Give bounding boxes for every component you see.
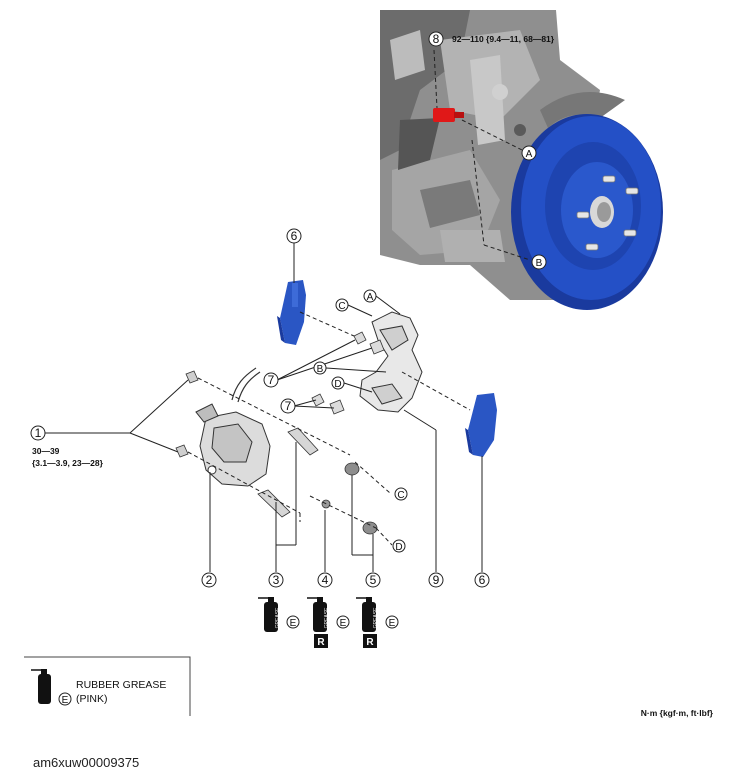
callout-4: 4 xyxy=(322,573,329,587)
leader-lines xyxy=(44,240,483,572)
brake-pad-left xyxy=(277,280,306,345)
ref-B-rotor: B xyxy=(536,258,543,269)
ref-C-lower: C xyxy=(397,490,404,501)
ref-B-bracket: B xyxy=(317,364,324,375)
replace-mark-4: R xyxy=(317,637,325,648)
guide-lines-upper xyxy=(433,49,531,261)
svg-text:GREASE: GREASE xyxy=(373,607,379,629)
replace-mark-5: R xyxy=(366,637,374,648)
brake-pad-right xyxy=(465,393,497,457)
grease-mark-3: E xyxy=(290,618,297,629)
knuckle-photo xyxy=(380,10,625,300)
torque-bolt-1-nm: 30—39 xyxy=(32,446,60,456)
callout-6-right: 6 xyxy=(479,573,486,587)
grease-can-icon-4: GREASE xyxy=(307,597,330,632)
torque-bolt-8: 92—110 {9.4—11, 68—81} xyxy=(452,34,555,44)
guide-lines-lower xyxy=(187,311,471,546)
legend-label-1: RUBBER GREASE xyxy=(76,679,166,691)
grease-mark-4: E xyxy=(340,618,347,629)
pad-clips xyxy=(311,331,385,415)
callout-3: 3 xyxy=(273,573,280,587)
callout-9: 9 xyxy=(433,573,440,587)
brake-rotor xyxy=(511,114,663,310)
callout-8: 8 xyxy=(433,32,440,46)
wheel-studs xyxy=(576,175,639,251)
svg-text:GREASE: GREASE xyxy=(324,607,330,629)
red-highlight-bolt xyxy=(433,108,455,122)
svg-text:GREASE: GREASE xyxy=(275,607,281,629)
caliper-bolts xyxy=(175,370,199,458)
figure-id: am6xuw00009375 xyxy=(33,755,140,770)
legend-box: E RUBBER GREASE (PINK) xyxy=(24,656,191,716)
legend-symbol: E xyxy=(62,695,69,706)
pin-boots xyxy=(344,462,378,535)
callout-5: 5 xyxy=(370,573,377,587)
guide-pins xyxy=(257,427,319,518)
grease-can-icon-3: GREASE xyxy=(258,597,281,632)
legend-label-2: (PINK) xyxy=(76,693,108,705)
torque-units: N·m {kgf·m, ft·lbf} xyxy=(641,708,714,718)
callout-1: 1 xyxy=(35,426,42,440)
ref-A-bracket: A xyxy=(367,292,374,303)
brake-caliper xyxy=(195,367,271,487)
ref-C-bracket: C xyxy=(338,301,345,312)
grease-mark-5: E xyxy=(389,618,396,629)
grease-can-icon-5: GREASE xyxy=(356,597,379,632)
caliper-bracket xyxy=(359,311,423,413)
ref-A-rotor: A xyxy=(526,149,533,160)
ref-D-bracket: D xyxy=(334,379,341,390)
callout-2: 2 xyxy=(206,573,213,587)
callout-7-lower: 7 xyxy=(285,399,292,413)
callouts xyxy=(30,31,490,588)
reference-letters xyxy=(313,145,547,553)
callout-6-left: 6 xyxy=(291,229,298,243)
ref-D-lower: D xyxy=(395,542,402,553)
callout-7-upper: 7 xyxy=(268,373,275,387)
torque-bolt-1-alt: {3.1—3.9, 23—28} xyxy=(32,458,104,468)
